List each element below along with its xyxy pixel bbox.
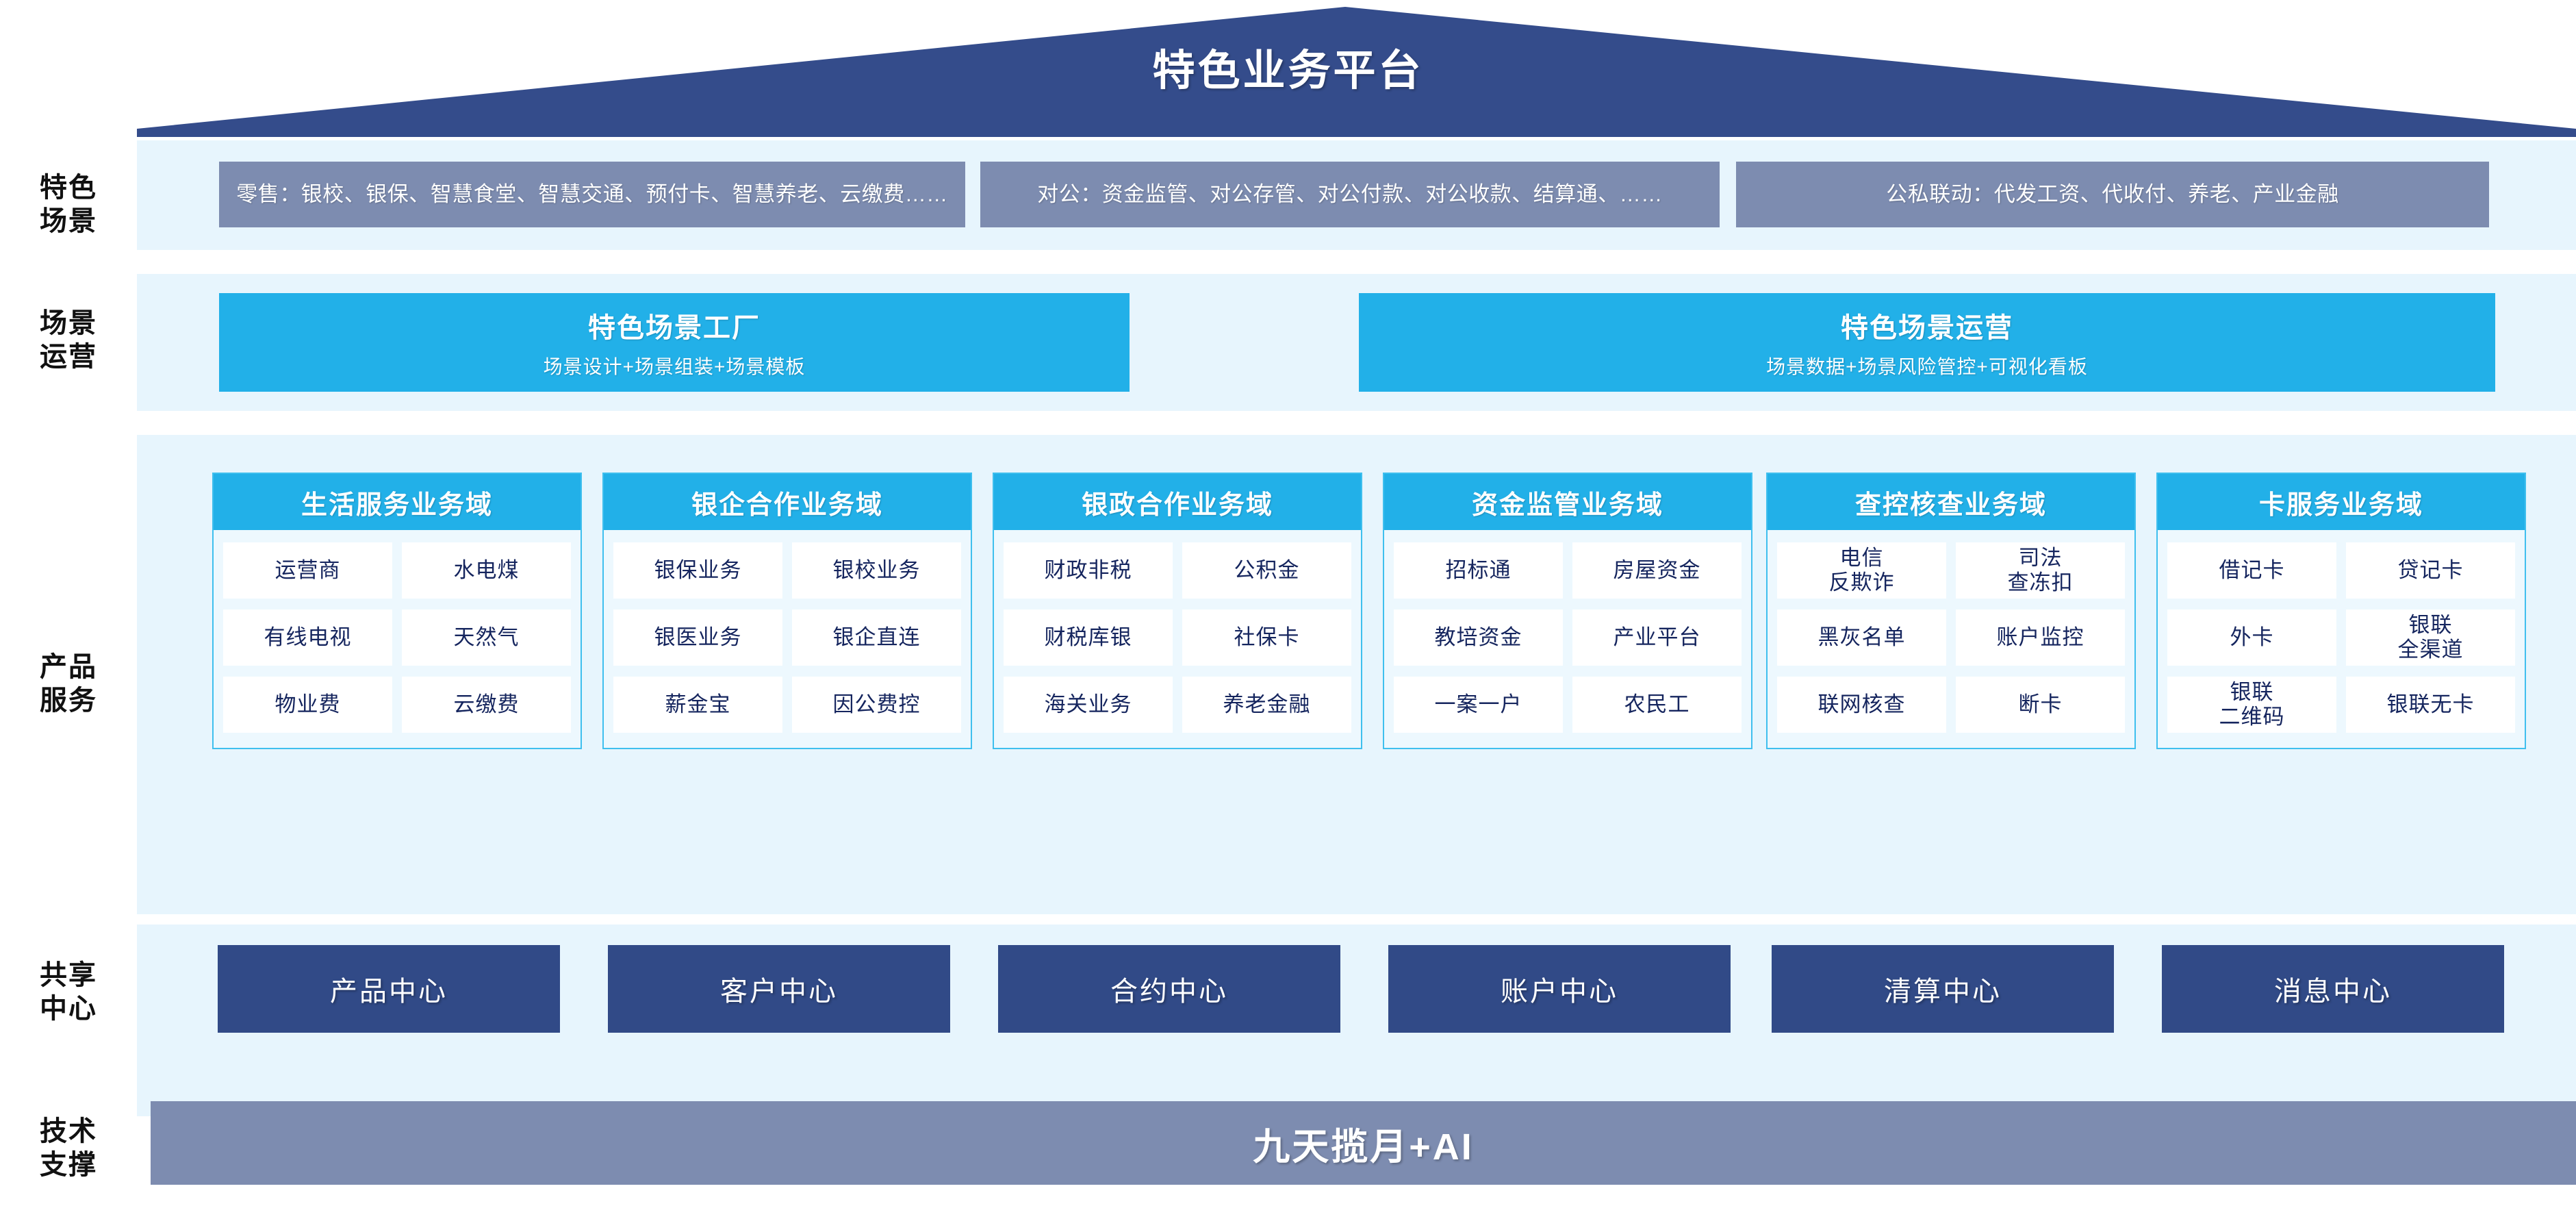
tech-support-bar[interactable]: 九天揽月+AI xyxy=(151,1101,2576,1185)
domain-item[interactable]: 联网核查 xyxy=(1777,677,1946,733)
domain-card-investigation-control[interactable]: 查控核查业务域 电信 反欺诈 司法 查冻扣 黑灰名单 账户监控 联网核查 断卡 xyxy=(1766,473,2136,749)
domain-item[interactable]: 云缴费 xyxy=(402,677,571,733)
domain-item[interactable]: 银保业务 xyxy=(613,542,782,599)
banner-roof-shape xyxy=(137,7,2576,137)
shared-center-product[interactable]: 产品中心 xyxy=(218,945,560,1033)
scenario-box-corporate[interactable]: 对公：资金监管、对公存管、对公付款、对公收款、结算通、…… xyxy=(980,162,1720,227)
domain-item-grid: 运营商 水电煤 有线电视 天然气 物业费 云缴费 xyxy=(214,530,581,748)
domain-item-grid: 借记卡 贷记卡 外卡 银联 全渠道 银联 二维码 银联无卡 xyxy=(2158,530,2525,748)
scenario-box-retail[interactable]: 零售：银校、银保、智慧食堂、智慧交通、预付卡、智慧养老、云缴费…… xyxy=(219,162,965,227)
domain-card-bank-enterprise[interactable]: 银企合作业务域 银保业务 银校业务 银医业务 银企直连 薪金宝 因公费控 xyxy=(602,473,972,749)
domain-item[interactable]: 银联 二维码 xyxy=(2167,677,2336,733)
domain-item[interactable]: 社保卡 xyxy=(1182,609,1351,666)
domain-item[interactable]: 因公费控 xyxy=(792,677,961,733)
domain-item[interactable]: 司法 查冻扣 xyxy=(1956,542,2125,599)
ops-subtitle: 场景数据+场景风险管控+可视化看板 xyxy=(1766,356,2088,377)
domain-item-grid: 电信 反欺诈 司法 查冻扣 黑灰名单 账户监控 联网核查 断卡 xyxy=(1768,530,2134,748)
domain-item[interactable]: 黑灰名单 xyxy=(1777,609,1946,666)
ops-box-scene-factory[interactable]: 特色场景工厂 场景设计+场景组装+场景模板 xyxy=(219,293,1130,392)
domain-item[interactable]: 天然气 xyxy=(402,609,571,666)
shared-center-message[interactable]: 消息中心 xyxy=(2162,945,2504,1033)
shared-center-customer[interactable]: 客户中心 xyxy=(608,945,950,1033)
domain-card-title: 查控核查业务域 xyxy=(1768,474,2134,530)
domain-item[interactable]: 银企直连 xyxy=(792,609,961,666)
row-label-tech-support: 技术 支撑 xyxy=(40,1116,97,1180)
domain-item[interactable]: 养老金融 xyxy=(1182,677,1351,733)
domain-item[interactable]: 招标通 xyxy=(1394,542,1563,599)
domain-card-title: 银企合作业务域 xyxy=(604,474,971,530)
domain-item[interactable]: 运营商 xyxy=(223,542,392,599)
domain-item[interactable]: 银联无卡 xyxy=(2346,677,2515,733)
shared-center-settlement[interactable]: 清算中心 xyxy=(1772,945,2114,1033)
domain-item[interactable]: 海关业务 xyxy=(1004,677,1173,733)
shared-center-account[interactable]: 账户中心 xyxy=(1388,945,1731,1033)
ops-title: 特色场景运营 xyxy=(1841,313,2013,343)
domain-item[interactable]: 账户监控 xyxy=(1956,609,2125,666)
domain-item[interactable]: 财税库银 xyxy=(1004,609,1173,666)
ops-subtitle: 场景设计+场景组装+场景模板 xyxy=(543,356,806,377)
domain-item[interactable]: 农民工 xyxy=(1572,677,1742,733)
domain-item[interactable]: 贷记卡 xyxy=(2346,542,2515,599)
shared-center-contract[interactable]: 合约中心 xyxy=(998,945,1340,1033)
domain-item[interactable]: 借记卡 xyxy=(2167,542,2336,599)
domain-item[interactable]: 外卡 xyxy=(2167,609,2336,666)
domain-item[interactable]: 电信 反欺诈 xyxy=(1777,542,1946,599)
domain-card-title: 生活服务业务域 xyxy=(214,474,581,530)
domain-card-card-service[interactable]: 卡服务业务域 借记卡 贷记卡 外卡 银联 全渠道 银联 二维码 银联无卡 xyxy=(2156,473,2526,749)
domain-item[interactable]: 财政非税 xyxy=(1004,542,1173,599)
ops-box-scene-operation[interactable]: 特色场景运营 场景数据+场景风险管控+可视化看板 xyxy=(1359,293,2495,392)
domain-card-bank-government[interactable]: 银政合作业务域 财政非税 公积金 财税库银 社保卡 海关业务 养老金融 xyxy=(993,473,1362,749)
domain-item[interactable]: 教培资金 xyxy=(1394,609,1563,666)
domain-card-title: 卡服务业务域 xyxy=(2158,474,2525,530)
domain-item-grid: 银保业务 银校业务 银医业务 银企直连 薪金宝 因公费控 xyxy=(604,530,971,748)
domain-item[interactable]: 房屋资金 xyxy=(1572,542,1742,599)
domain-item[interactable]: 产业平台 xyxy=(1572,609,1742,666)
platform-banner: 特色业务平台 xyxy=(0,0,2576,137)
scenario-box-public-private[interactable]: 公私联动：代发工资、代收付、养老、产业金融 xyxy=(1736,162,2489,227)
row-label-operations: 场景 运营 xyxy=(40,308,97,372)
domain-item[interactable]: 水电煤 xyxy=(402,542,571,599)
domain-item-grid: 财政非税 公积金 财税库银 社保卡 海关业务 养老金融 xyxy=(994,530,1361,748)
domain-item-grid: 招标通 房屋资金 教培资金 产业平台 一案一户 农民工 xyxy=(1384,530,1751,748)
domain-item[interactable]: 银校业务 xyxy=(792,542,961,599)
domain-card-title: 资金监管业务域 xyxy=(1384,474,1751,530)
domain-item[interactable]: 公积金 xyxy=(1182,542,1351,599)
domain-item[interactable]: 有线电视 xyxy=(223,609,392,666)
domain-item[interactable]: 银医业务 xyxy=(613,609,782,666)
domain-item[interactable]: 薪金宝 xyxy=(613,677,782,733)
domain-item[interactable]: 一案一户 xyxy=(1394,677,1563,733)
row-label-shared-center: 共享 中心 xyxy=(40,960,97,1024)
ops-title: 特色场景工厂 xyxy=(588,313,761,343)
row-label-product-service: 产品 服务 xyxy=(40,652,97,716)
domain-item[interactable]: 物业费 xyxy=(223,677,392,733)
domain-card-life-service[interactable]: 生活服务业务域 运营商 水电煤 有线电视 天然气 物业费 云缴费 xyxy=(212,473,582,749)
domain-card-fund-supervision[interactable]: 资金监管业务域 招标通 房屋资金 教培资金 产业平台 一案一户 农民工 xyxy=(1383,473,1752,749)
domain-item[interactable]: 断卡 xyxy=(1956,677,2125,733)
domain-item[interactable]: 银联 全渠道 xyxy=(2346,609,2515,666)
banner-title: 特色业务平台 xyxy=(1152,47,1424,95)
row-label-scenario: 特色 场景 xyxy=(40,173,97,236)
domain-card-title: 银政合作业务域 xyxy=(994,474,1361,530)
